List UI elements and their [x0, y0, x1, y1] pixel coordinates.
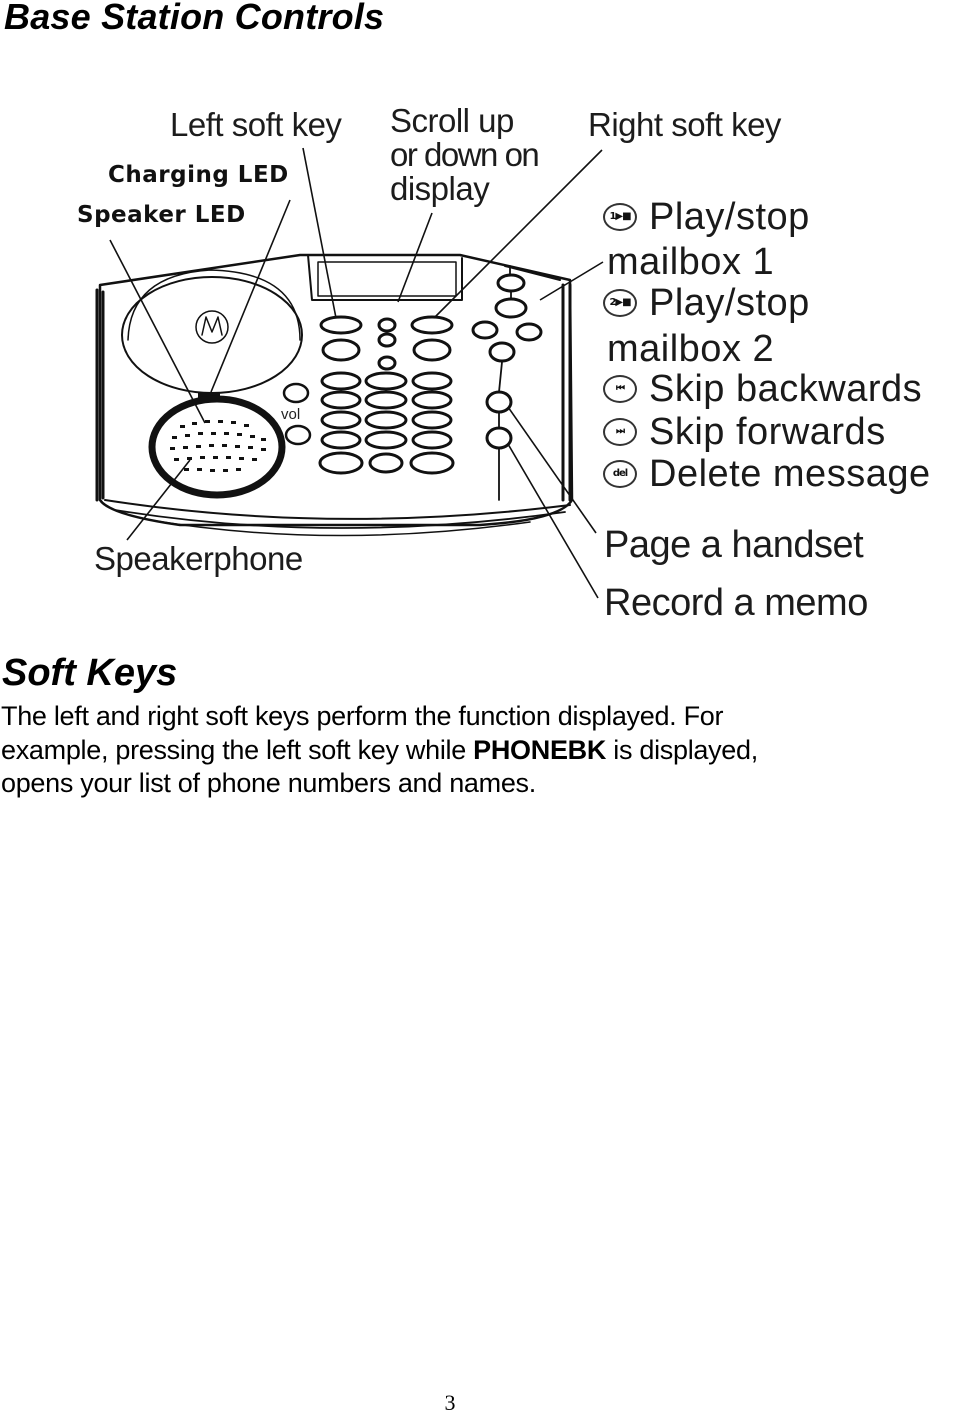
callout-scroll-line3: display: [390, 170, 490, 207]
base-station-illustration: vol: [95, 147, 604, 599]
callout-scroll-line1: Scroll up: [390, 102, 514, 139]
legend-continuation-mailbox-2: mailbox 2: [607, 328, 775, 370]
legend-play-stop-mailbox-2: 2▶■ Play/stop: [603, 284, 810, 322]
page-title: Base Station Controls: [4, 0, 385, 37]
play-stop-mailbox-1-icon: 1▶■: [603, 203, 637, 231]
vol-label: vol: [281, 406, 300, 423]
paragraph-text-part1: The left and right soft keys perform the…: [1, 701, 724, 765]
skip-forwards-icon: ⏭: [603, 418, 637, 446]
legend-label: Delete message: [649, 453, 931, 495]
legend-skip-backwards: ⏮ Skip backwards: [603, 370, 922, 408]
legend-label: Play/stop: [649, 282, 810, 324]
callout-record-memo: Record a memo: [604, 582, 868, 624]
callout-right-soft-key: Right soft key: [588, 106, 781, 143]
legend-skip-forwards: ⏭ Skip forwards: [603, 413, 886, 451]
base-station-diagram: vol Left soft key Scroll up or down on d…: [0, 80, 969, 640]
page-number: 3: [444, 1390, 456, 1415]
soft-keys-paragraph: The left and right soft keys perform the…: [1, 700, 761, 801]
callout-speaker-led: Speaker LED: [77, 202, 246, 228]
legend-continuation-mailbox-1: mailbox 1: [607, 241, 775, 283]
callout-speakerphone: Speakerphone: [94, 540, 303, 577]
skip-backwards-icon: ⏮: [603, 375, 637, 403]
play-stop-mailbox-2-icon: 2▶■: [603, 289, 637, 317]
legend-delete-message: del Delete message: [603, 455, 931, 493]
phonebook-keyword: PHONEBK: [473, 734, 607, 765]
delete-message-icon: del: [603, 460, 637, 488]
callout-left-soft-key: Left soft key: [170, 106, 342, 143]
legend-label: Skip forwards: [649, 411, 886, 453]
legend-label: Skip backwards: [649, 368, 923, 410]
callout-scroll-line2: or down on: [390, 136, 540, 173]
callout-charging-led: Charging LED: [108, 162, 289, 188]
paragraph-text-part2: is displayed, opens your list of phone n…: [1, 734, 758, 799]
legend-label: Play/stop: [649, 196, 810, 238]
section-heading-soft-keys: Soft Keys: [2, 652, 178, 694]
callout-page-handset: Page a handset: [604, 524, 864, 566]
legend-play-stop-mailbox-1: 1▶■ Play/stop: [603, 198, 810, 236]
